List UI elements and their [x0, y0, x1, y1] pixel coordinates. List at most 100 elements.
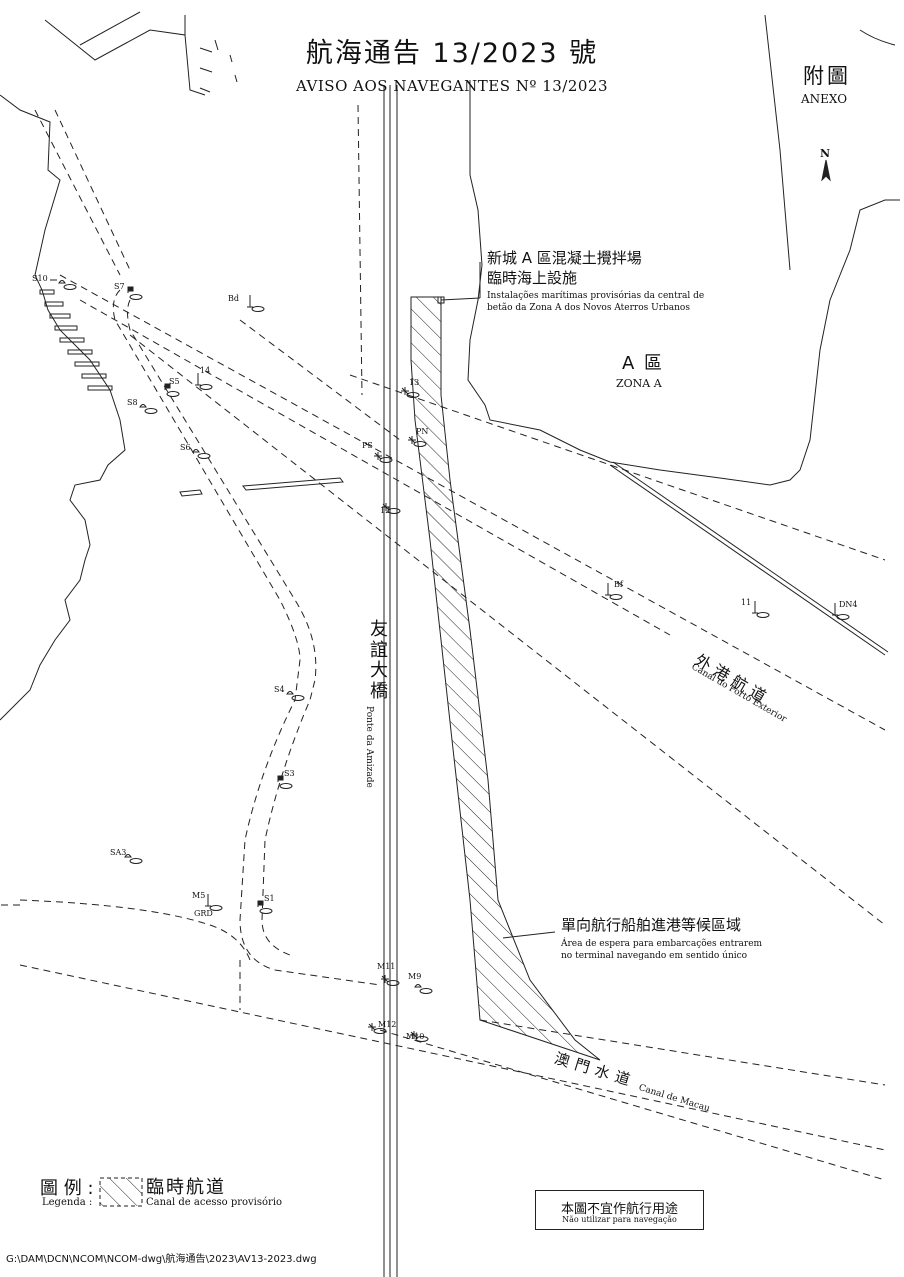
north-label: N [820, 147, 831, 160]
legend-label-pt: Legenda : [42, 1197, 93, 1208]
zone-a-zh: A 區 [622, 353, 665, 374]
shoals [179, 477, 344, 497]
marker-symbol-icon [605, 583, 611, 596]
marker-label: S7 [114, 282, 125, 291]
marker-symbol-icon [247, 295, 253, 308]
buoy-icon [129, 858, 143, 864]
buoy-icon [756, 612, 770, 618]
buoy-icon [279, 783, 293, 789]
pier-fingers [39, 289, 113, 391]
marker-label: 14 [200, 366, 210, 375]
annex-zh: 附圖 [803, 64, 851, 88]
callout-pt: Instalações marítimas provisórias da cen… [487, 290, 704, 314]
marker-symbol-icon [752, 601, 758, 614]
marker-ps: PS [362, 441, 393, 463]
marker-symbol-icon [368, 1023, 376, 1031]
disclaimer-zh: 本圖不宜作航行用途 [560, 1202, 678, 1217]
marker-label: S10 [32, 274, 48, 283]
marker-12: 12 [380, 503, 401, 515]
marker-13: 13 [401, 378, 420, 398]
marker-label: 12 [380, 506, 390, 515]
marker-symbol-icon [124, 854, 132, 858]
file-path: G:\DAM\DCN\NCOM\NCOM-dwg\航海通告\2023\AV13-… [6, 1254, 317, 1265]
marker-symbol-icon [832, 603, 838, 616]
marker-label: S8 [127, 398, 138, 407]
marker-symbol-icon [139, 404, 147, 408]
buoy-icon [413, 441, 427, 447]
marker-label: S5 [169, 377, 180, 386]
marker-label: M11 [377, 962, 395, 971]
waiting-area-zh: 單向航行船舶進港等候區域 [561, 916, 742, 934]
marker-pn: PN [408, 427, 428, 447]
callout-leader [437, 262, 481, 304]
zone-a-pt: ZONA A [616, 377, 662, 390]
buoy-icon [373, 1028, 387, 1034]
callout-zh-line1: 新城 A 區混凝土攪拌場 [487, 249, 642, 267]
marker-label: M10 [406, 1032, 424, 1041]
marker-symbol-icon [414, 984, 422, 988]
marker-symbol-icon [257, 900, 264, 907]
buoy-icon [386, 980, 400, 986]
callout-pt-line1: Instalações marítimas provisórias da cen… [487, 291, 705, 301]
marker-m12: M12 [368, 1020, 396, 1034]
marker-label: PN [416, 427, 428, 436]
marker-symbol-icon [58, 280, 66, 284]
marker-s4: S4 [274, 685, 305, 701]
buoy-icon [63, 284, 77, 290]
marker-11: 11 [741, 598, 770, 618]
buoy-icon [144, 408, 158, 414]
marker-label: GRD [194, 909, 213, 918]
marker-m5: M5 [192, 891, 223, 911]
marker-s1: S1 [257, 894, 275, 914]
marker-label: Bd [228, 294, 239, 303]
marker-s8: S8 [127, 398, 158, 414]
buoy-icon [836, 614, 850, 620]
marker-sa3: SA3 [110, 848, 143, 864]
legend-desc-zh: 臨時航道 [146, 1177, 226, 1198]
marker-s3: S3 [277, 769, 295, 789]
waiting-leader [502, 931, 556, 939]
marker-m10: M10 [406, 1031, 429, 1042]
marker-14: 14 [195, 366, 213, 390]
disclaimer-box: 本圖不宜作航行用途 Não utilizar para navegação [535, 1190, 704, 1230]
marker-symbol-icon [277, 775, 284, 782]
marker-label: 13 [409, 378, 419, 387]
marker-symbol-icon [195, 373, 201, 386]
title-pt: AVISO AOS NAVEGANTES Nº 13/2023 [295, 77, 609, 95]
temporary-channel [410, 296, 601, 1061]
marker-symbol-icon [374, 452, 382, 460]
buoy-icon [259, 908, 273, 914]
marker-symbol-icon [192, 449, 200, 453]
marker-label: S4 [274, 685, 285, 694]
marker-label: M9 [408, 972, 421, 981]
marker-symbol-icon [401, 387, 409, 395]
legend-desc-pt: Canal de acesso provisório [146, 1197, 283, 1208]
buoy-icon [415, 1036, 429, 1042]
marker-label: Bf [614, 580, 624, 589]
legend-label-zh: 圖 例 : [40, 1178, 94, 1199]
marker-label: S3 [284, 769, 295, 778]
marker-m11: M11 [377, 962, 400, 986]
marker-dn4: DN4 [832, 600, 858, 620]
marker-s5: S5 [164, 377, 180, 397]
marker-s7: S7 [114, 282, 143, 300]
buoy-icon [419, 988, 433, 994]
plant-line [609, 461, 889, 656]
marker-symbol-icon [410, 1031, 418, 1039]
buoy-icon [197, 453, 211, 459]
waiting-area-pt-line1: Área de espera para embarcações entrarem [561, 939, 763, 949]
zone-a-boundary [467, 14, 900, 486]
buoy-icon [387, 508, 401, 514]
waiting-area-pt: Área de espera para embarcações entrarem… [561, 939, 762, 962]
marker-symbol-icon [127, 286, 134, 293]
marker-bd: Bd [228, 294, 265, 312]
marker-symbol-icon [408, 436, 416, 444]
marker-label: PS [362, 441, 373, 450]
marker-symbol-icon [205, 894, 211, 907]
buoy-icon [609, 594, 623, 600]
buoy-icon [209, 905, 223, 911]
marker-symbol-icon [382, 503, 390, 511]
marker-label: S6 [180, 443, 191, 452]
marker-label: S1 [264, 894, 275, 903]
